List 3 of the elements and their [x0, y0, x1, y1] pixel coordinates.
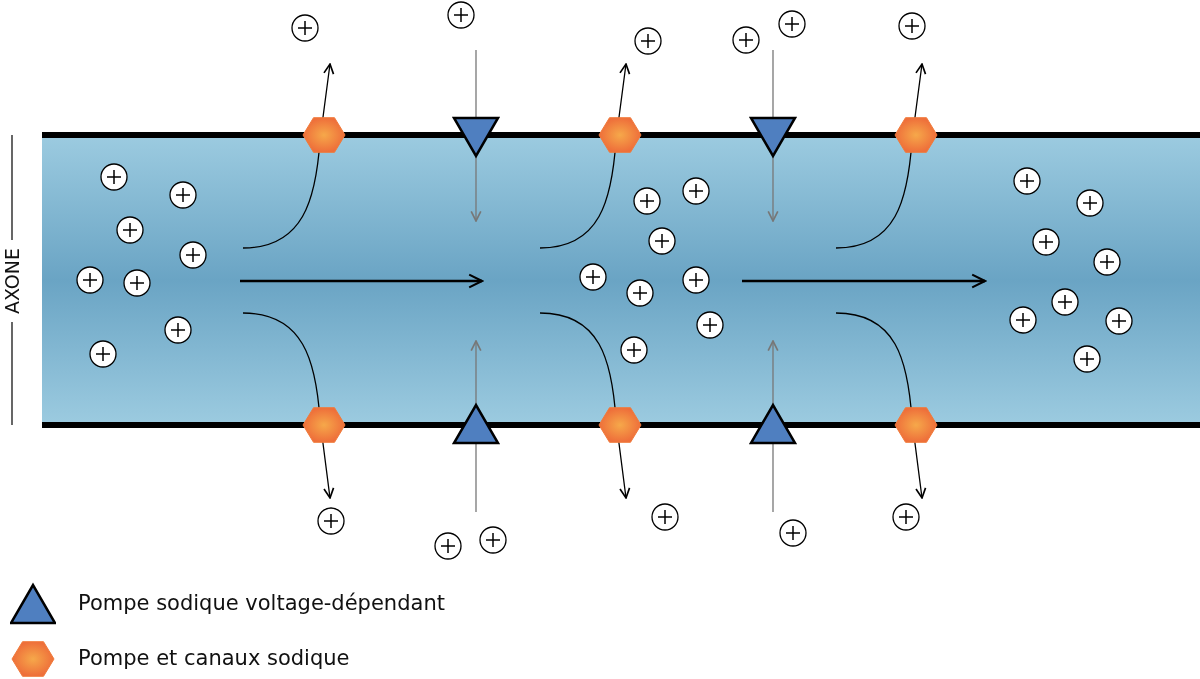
- legend-label: Pompe sodique voltage-dépendant: [78, 593, 445, 614]
- axis-label: AXONE: [2, 248, 22, 314]
- legend-label: Pompe et canaux sodique: [78, 648, 350, 669]
